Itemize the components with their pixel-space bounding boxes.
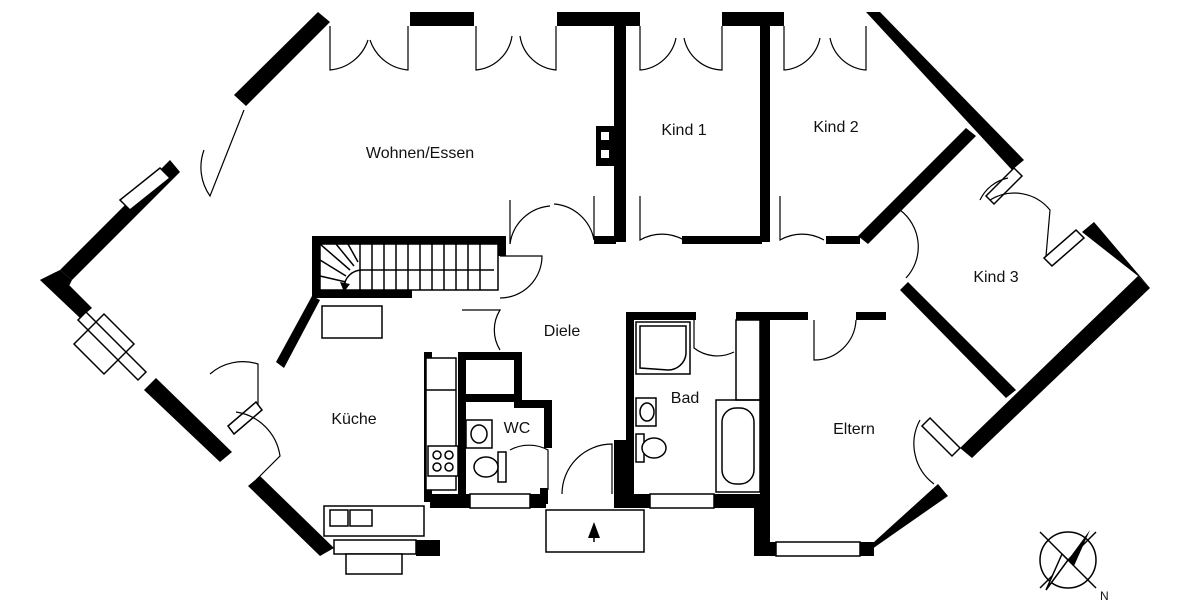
room-label-kind-2: Kind 2 xyxy=(813,119,858,136)
stove-icon xyxy=(427,445,459,477)
staircase xyxy=(319,243,499,292)
room-label-kind-3: Kind 3 xyxy=(973,269,1018,286)
room-label-wc: WC xyxy=(504,420,531,437)
chimney xyxy=(596,126,614,166)
room-label-kind-1: Kind 1 xyxy=(661,122,706,139)
kitchen-fixtures xyxy=(321,305,459,537)
toilet-icon xyxy=(473,456,499,478)
entrance-step xyxy=(545,509,645,553)
wc-fixtures xyxy=(465,419,507,483)
doors xyxy=(200,26,1051,495)
bath-fixtures xyxy=(635,319,761,493)
compass-north-label: N xyxy=(1100,589,1109,600)
room-label-wohnen: Wohnen/Essen xyxy=(366,145,474,162)
interior-walls xyxy=(276,26,1016,504)
room-label-bad: Bad xyxy=(671,390,699,407)
room-label-eltern: Eltern xyxy=(833,421,875,438)
sink-icon xyxy=(329,509,349,527)
shower-icon xyxy=(635,321,691,375)
room-label-kueche: Küche xyxy=(331,411,376,428)
room-label-diele: Diele xyxy=(544,323,581,340)
entrance-arrow-icon xyxy=(588,522,600,538)
compass-rose-icon: N xyxy=(1039,530,1109,600)
toilet-icon xyxy=(641,437,667,459)
exterior-walls xyxy=(40,12,1150,556)
windows xyxy=(72,166,1086,575)
